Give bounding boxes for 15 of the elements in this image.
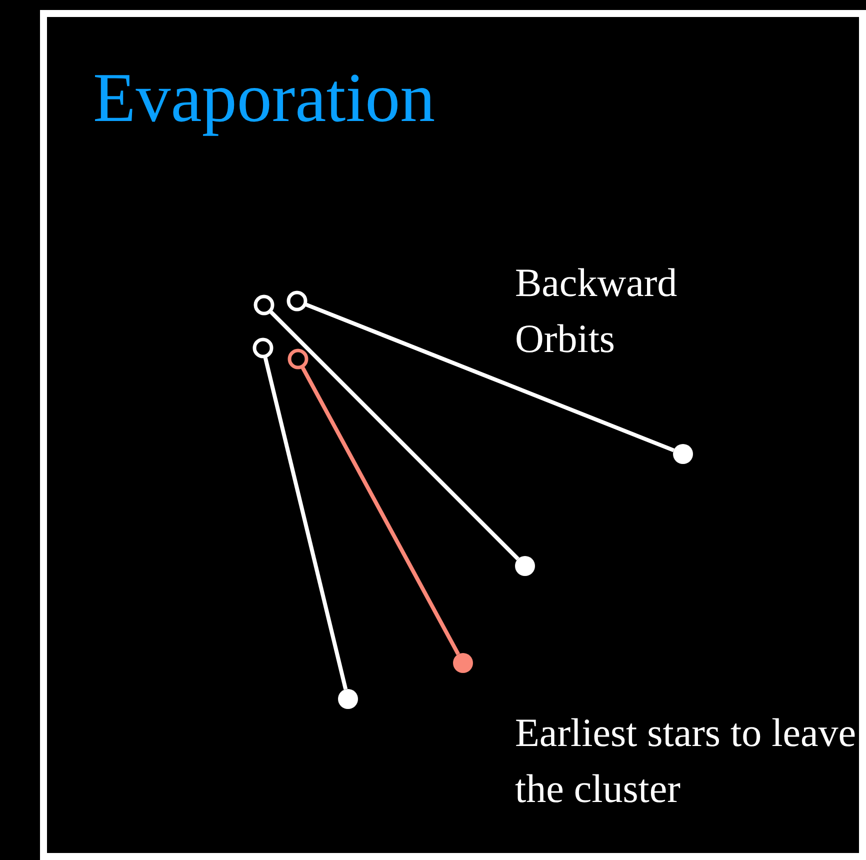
filled-dot-marker xyxy=(336,687,360,711)
annotation-text: Earliest stars to leave the cluster xyxy=(515,709,857,813)
filled-dot-marker xyxy=(451,651,475,675)
open-circle-marker xyxy=(285,289,309,313)
orbit-line xyxy=(263,357,348,690)
orbit-line xyxy=(301,366,460,656)
annotation-text: Backward Orbits xyxy=(515,259,678,363)
orbit-line xyxy=(270,310,520,560)
open-circle-marker xyxy=(252,293,276,317)
orbit-line xyxy=(306,302,674,452)
filled-dot-marker xyxy=(671,442,695,466)
open-circle-marker xyxy=(251,336,275,360)
filled-dot-marker xyxy=(513,554,537,578)
open-circle-marker xyxy=(286,347,310,371)
title: Evaporation xyxy=(93,64,436,134)
